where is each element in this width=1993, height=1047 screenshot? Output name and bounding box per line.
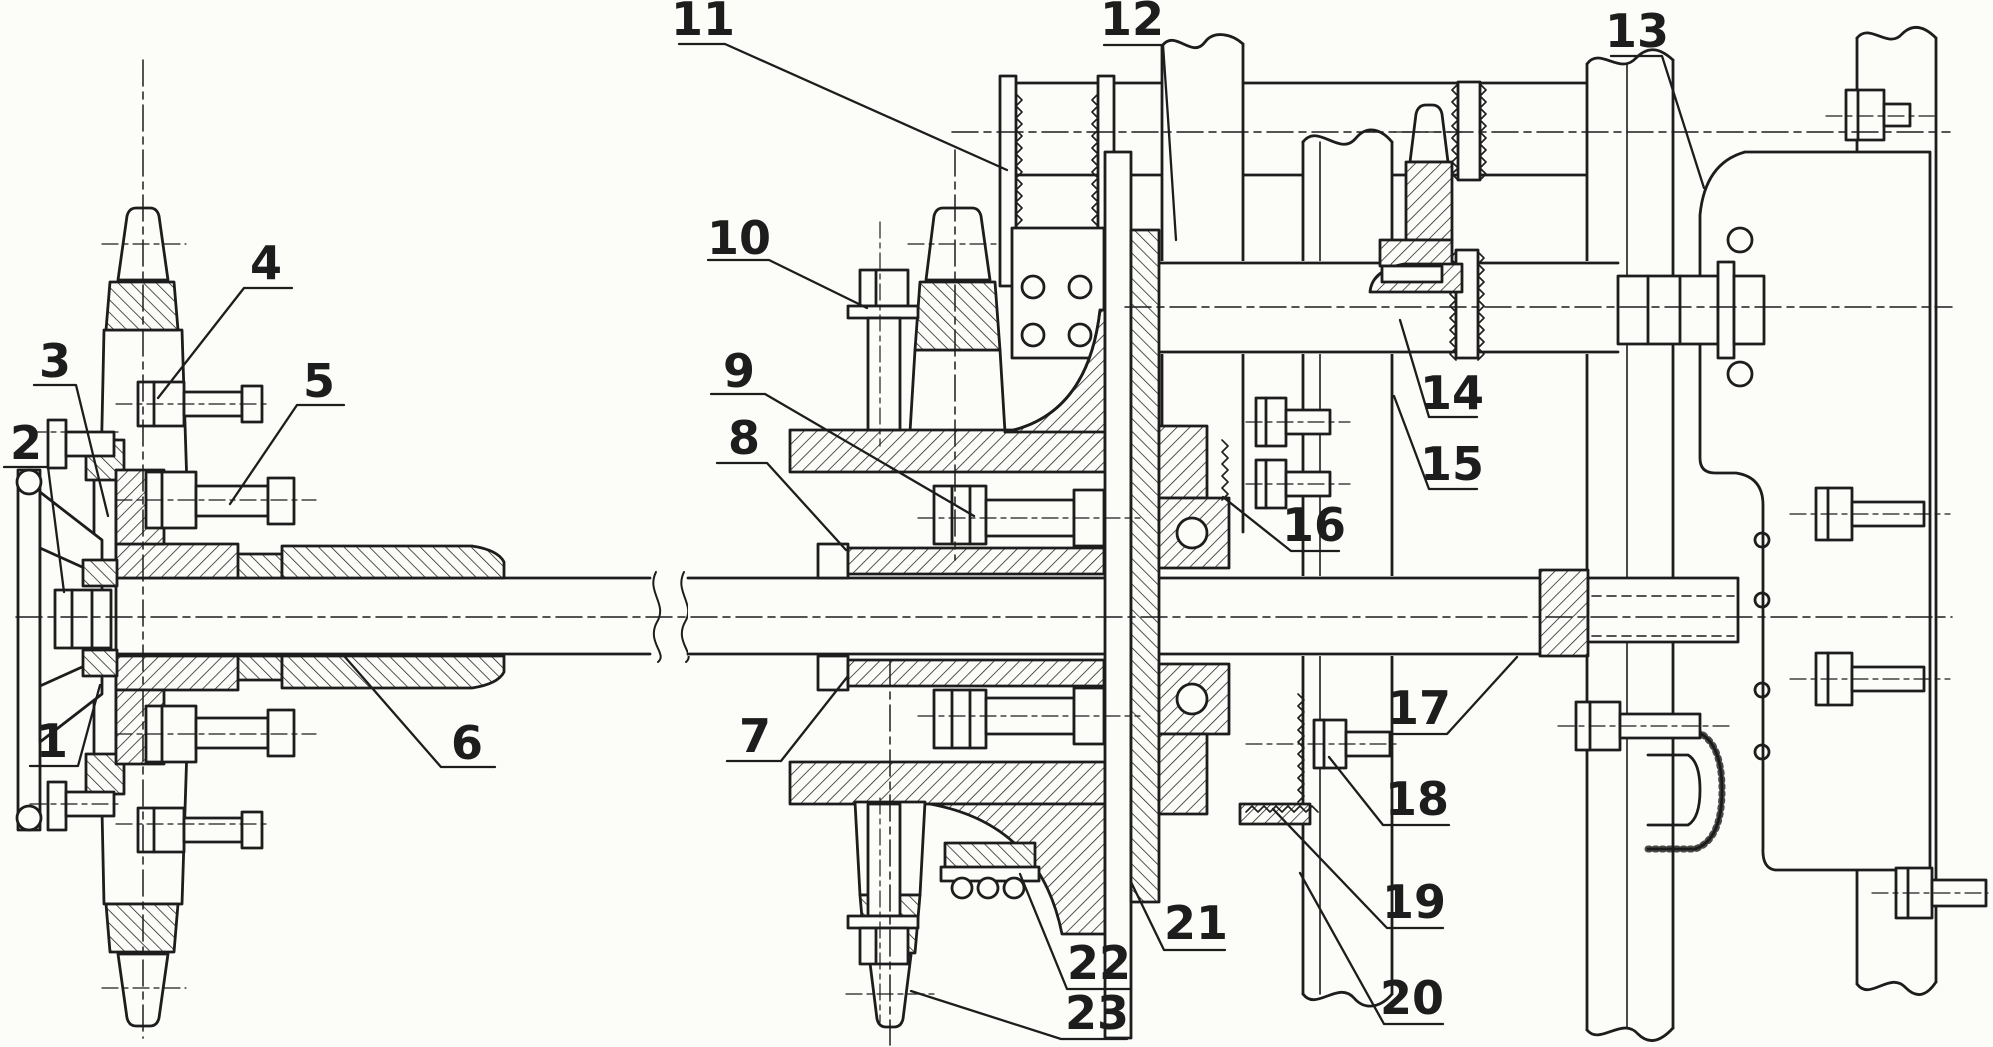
hub-bushings [816,542,1106,692]
hub-flange-bolt-bottom [932,686,1106,750]
callout-14-leader [1398,318,1479,419]
step-bracket [1368,103,1464,294]
pulley-bolt-outer-bottom [136,806,264,854]
callout-13-leader [1609,54,1706,190]
hub-stud-top [846,268,920,432]
callout-6-label: 6 [451,716,483,770]
callout-4-label: 4 [250,236,282,290]
pulley-assembly [84,206,240,1028]
centerline-layer [15,59,1989,1046]
pin-retainer-plate [939,841,1041,900]
callout-2-leader [2,465,66,594]
callout-16-label: 16 [1282,498,1346,552]
callout-7-label: 7 [739,709,771,763]
front-frame-plate [1585,48,1675,1042]
callout-20-label: 20 [1380,971,1444,1025]
main-shaft [98,568,1740,663]
serrated-angle [1238,693,1319,826]
callout-8-label: 8 [728,411,760,465]
hub-stud-bottom [846,802,920,966]
bearing-tube [998,74,1589,288]
callout-22-leader [1018,872,1133,991]
pulley-bolt-inner-top [144,470,296,530]
callout-3-leader [32,383,110,518]
callout-1-leader [28,683,102,768]
callout-11-leader [677,42,1009,172]
callout-2-label: 2 [10,416,42,470]
callout-17-label: 17 [1387,681,1451,735]
callout-5-label: 5 [303,354,335,408]
callout-15-leader [1392,394,1479,491]
callout-4-leader [156,286,294,400]
callout-23-leader [909,989,1129,1041]
callout-19-label: 19 [1382,875,1446,929]
callout-18-label: 18 [1385,772,1449,826]
callout-16-leader [1221,495,1341,553]
callout-10-label: 10 [707,211,771,265]
callout-21-leader [1129,880,1227,952]
drilled-bracket-plate [1010,226,1106,360]
callout-9-label: 9 [723,344,755,398]
upper-shaft [1115,226,1766,388]
callout-8-leader [715,461,848,552]
callout-12-label: 12 [1100,0,1164,46]
callout-22-label: 22 [1067,936,1131,990]
callout-11-label: 11 [671,0,735,46]
callout-14-label: 14 [1420,366,1484,420]
shaft-end-clamp [15,418,119,832]
callout-20-leader [1298,871,1445,1026]
callout-17-leader [1389,655,1519,736]
callout-15-label: 15 [1420,437,1484,491]
hub-assembly [788,150,1231,1040]
callout-19-leader [1271,807,1445,930]
callout-12-leader [1102,43,1178,242]
callout-3-label: 3 [39,334,71,388]
callout-9-leader [709,392,976,518]
callout-6-leader [343,655,497,769]
callout-23-label: 23 [1065,986,1129,1040]
callout-21-label: 21 [1164,896,1228,950]
callout-7-leader [725,674,850,763]
callout-10-leader [706,258,869,310]
callout-5-leader [228,403,346,506]
callout-1-label: 1 [36,714,68,768]
callout-13-label: 13 [1605,4,1669,58]
callout-18-leader [1327,755,1451,827]
